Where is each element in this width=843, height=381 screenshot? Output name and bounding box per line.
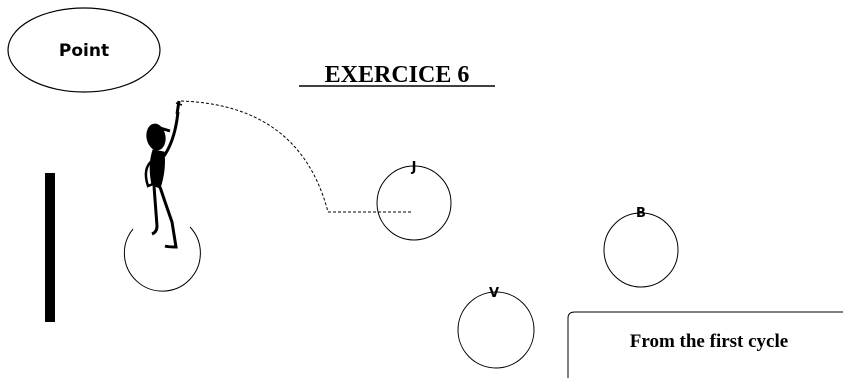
stick-figure-pointing-icon xyxy=(144,100,183,249)
target-circle-b-label: B xyxy=(636,206,646,221)
target-circle-v-label: V xyxy=(489,286,499,301)
target-circle-b: B xyxy=(603,206,679,288)
point-badge: Point xyxy=(7,7,161,93)
exercise-title: EXERCICE 6 xyxy=(299,62,495,88)
target-circle-j-label: J xyxy=(411,160,417,175)
cycle-note-text: From the first cycle xyxy=(630,331,788,352)
trajectory-dashed-path xyxy=(180,100,412,213)
start-circle xyxy=(123,226,201,292)
point-badge-label: Point xyxy=(59,41,109,61)
target-circle-v: V xyxy=(457,286,535,369)
point-badge-outline xyxy=(7,7,161,93)
exercise-title-text: EXERCICE 6 xyxy=(325,62,470,88)
cycle-note-frame xyxy=(567,311,843,378)
wall-bar xyxy=(45,173,55,322)
cycle-note-box: From the first cycle xyxy=(567,311,843,378)
target-circle-j: J xyxy=(376,160,452,241)
